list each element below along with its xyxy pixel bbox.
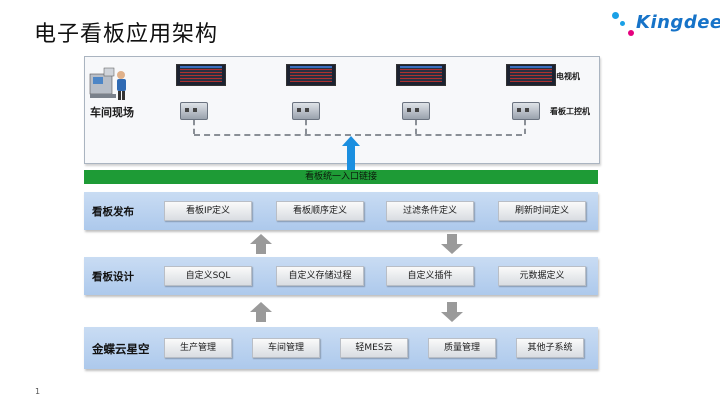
quality-mgmt-button[interactable]: 质量管理 — [428, 338, 496, 358]
tv-screen — [176, 64, 226, 86]
page-number: 1 — [35, 387, 41, 396]
industrial-pc-icon — [292, 102, 320, 120]
refresh-time-button[interactable]: 刷新时间定义 — [498, 201, 586, 221]
down-arrow-icon — [441, 302, 463, 322]
up-arrow-icon — [250, 302, 272, 322]
tv-legend: 电视机 — [556, 72, 580, 81]
kanban-order-button[interactable]: 看板顺序定义 — [276, 201, 364, 221]
filter-condition-button[interactable]: 过滤条件定义 — [386, 201, 474, 221]
custom-procedure-button[interactable]: 自定义存储过程 — [276, 266, 364, 286]
up-arrow-icon — [342, 136, 360, 170]
network-bus — [194, 134, 522, 136]
network-link — [305, 120, 307, 134]
other-systems-button[interactable]: 其他子系统 — [516, 338, 584, 358]
down-arrow-icon — [441, 234, 463, 254]
kanban-ip-button[interactable]: 看板IP定义 — [164, 201, 252, 221]
pc-legend: 看板工控机 — [550, 107, 590, 116]
metadata-button[interactable]: 元数据定义 — [498, 266, 586, 286]
machine-operator-icon — [89, 67, 126, 100]
custom-plugin-button[interactable]: 自定义插件 — [386, 266, 474, 286]
up-arrow-icon — [250, 234, 272, 254]
production-mgmt-button[interactable]: 生产管理 — [164, 338, 232, 358]
unified-entry-bar: 看板统一入口链接 — [84, 170, 598, 184]
layer-platform: 金蝶云星空 生产管理 车间管理 轻MES云 质量管理 其他子系统 — [84, 327, 598, 369]
custom-sql-button[interactable]: 自定义SQL — [164, 266, 252, 286]
industrial-pc-icon — [180, 102, 208, 120]
workshop-mgmt-button[interactable]: 车间管理 — [252, 338, 320, 358]
page-title: 电子看板应用架构 — [34, 22, 219, 47]
workshop-label: 车间现场 — [90, 106, 134, 119]
industrial-pc-icon — [402, 102, 430, 120]
network-link — [415, 120, 417, 134]
tv-screen — [396, 64, 446, 86]
layer-design: 看板设计 自定义SQL 自定义存储过程 自定义插件 元数据定义 — [84, 257, 598, 295]
network-link — [524, 120, 526, 134]
tv-screen — [506, 64, 556, 86]
light-mes-button[interactable]: 轻MES云 — [340, 338, 408, 358]
layer-label: 金蝶云星空 — [92, 342, 150, 356]
kingdee-logo — [606, 8, 718, 42]
tv-screen — [286, 64, 336, 86]
layer-label: 看板设计 — [92, 271, 134, 283]
layer-label: 看板发布 — [92, 206, 134, 218]
network-link — [193, 120, 195, 134]
logo-text: Kingdee — [636, 12, 720, 33]
layer-publish: 看板发布 看板IP定义 看板顺序定义 过滤条件定义 刷新时间定义 — [84, 192, 598, 230]
industrial-pc-icon — [512, 102, 540, 120]
